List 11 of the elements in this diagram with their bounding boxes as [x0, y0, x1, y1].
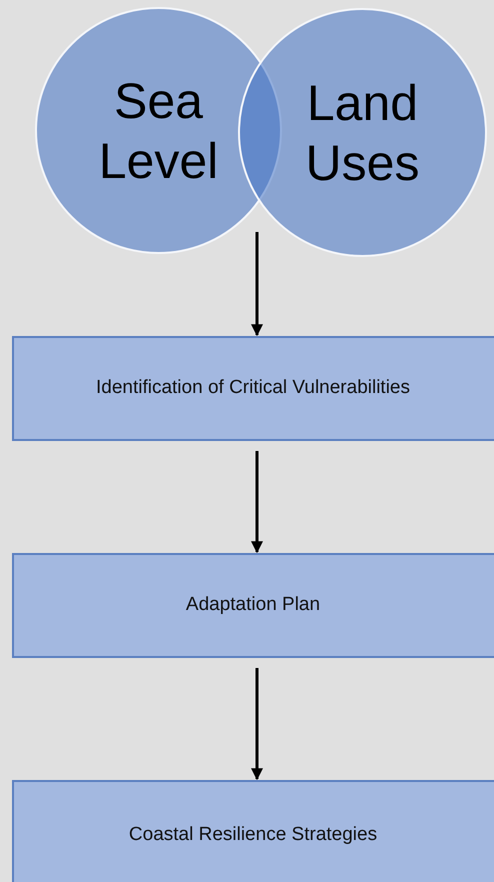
- arrow: [251, 451, 263, 554]
- arrow: [251, 668, 263, 780]
- box-label: Coastal Resilience Strategies: [128, 822, 378, 847]
- box-label: Identification of Critical Vulnerabilities: [96, 376, 411, 400]
- circle-label: Sea Level: [98, 72, 220, 190]
- arrow: [251, 232, 263, 336]
- process-box: [12, 336, 494, 441]
- box-label: Adaptation Plan: [186, 593, 322, 618]
- process-box: [12, 553, 494, 658]
- circle-label: Land Uses: [304, 74, 420, 192]
- process-box: [12, 780, 494, 882]
